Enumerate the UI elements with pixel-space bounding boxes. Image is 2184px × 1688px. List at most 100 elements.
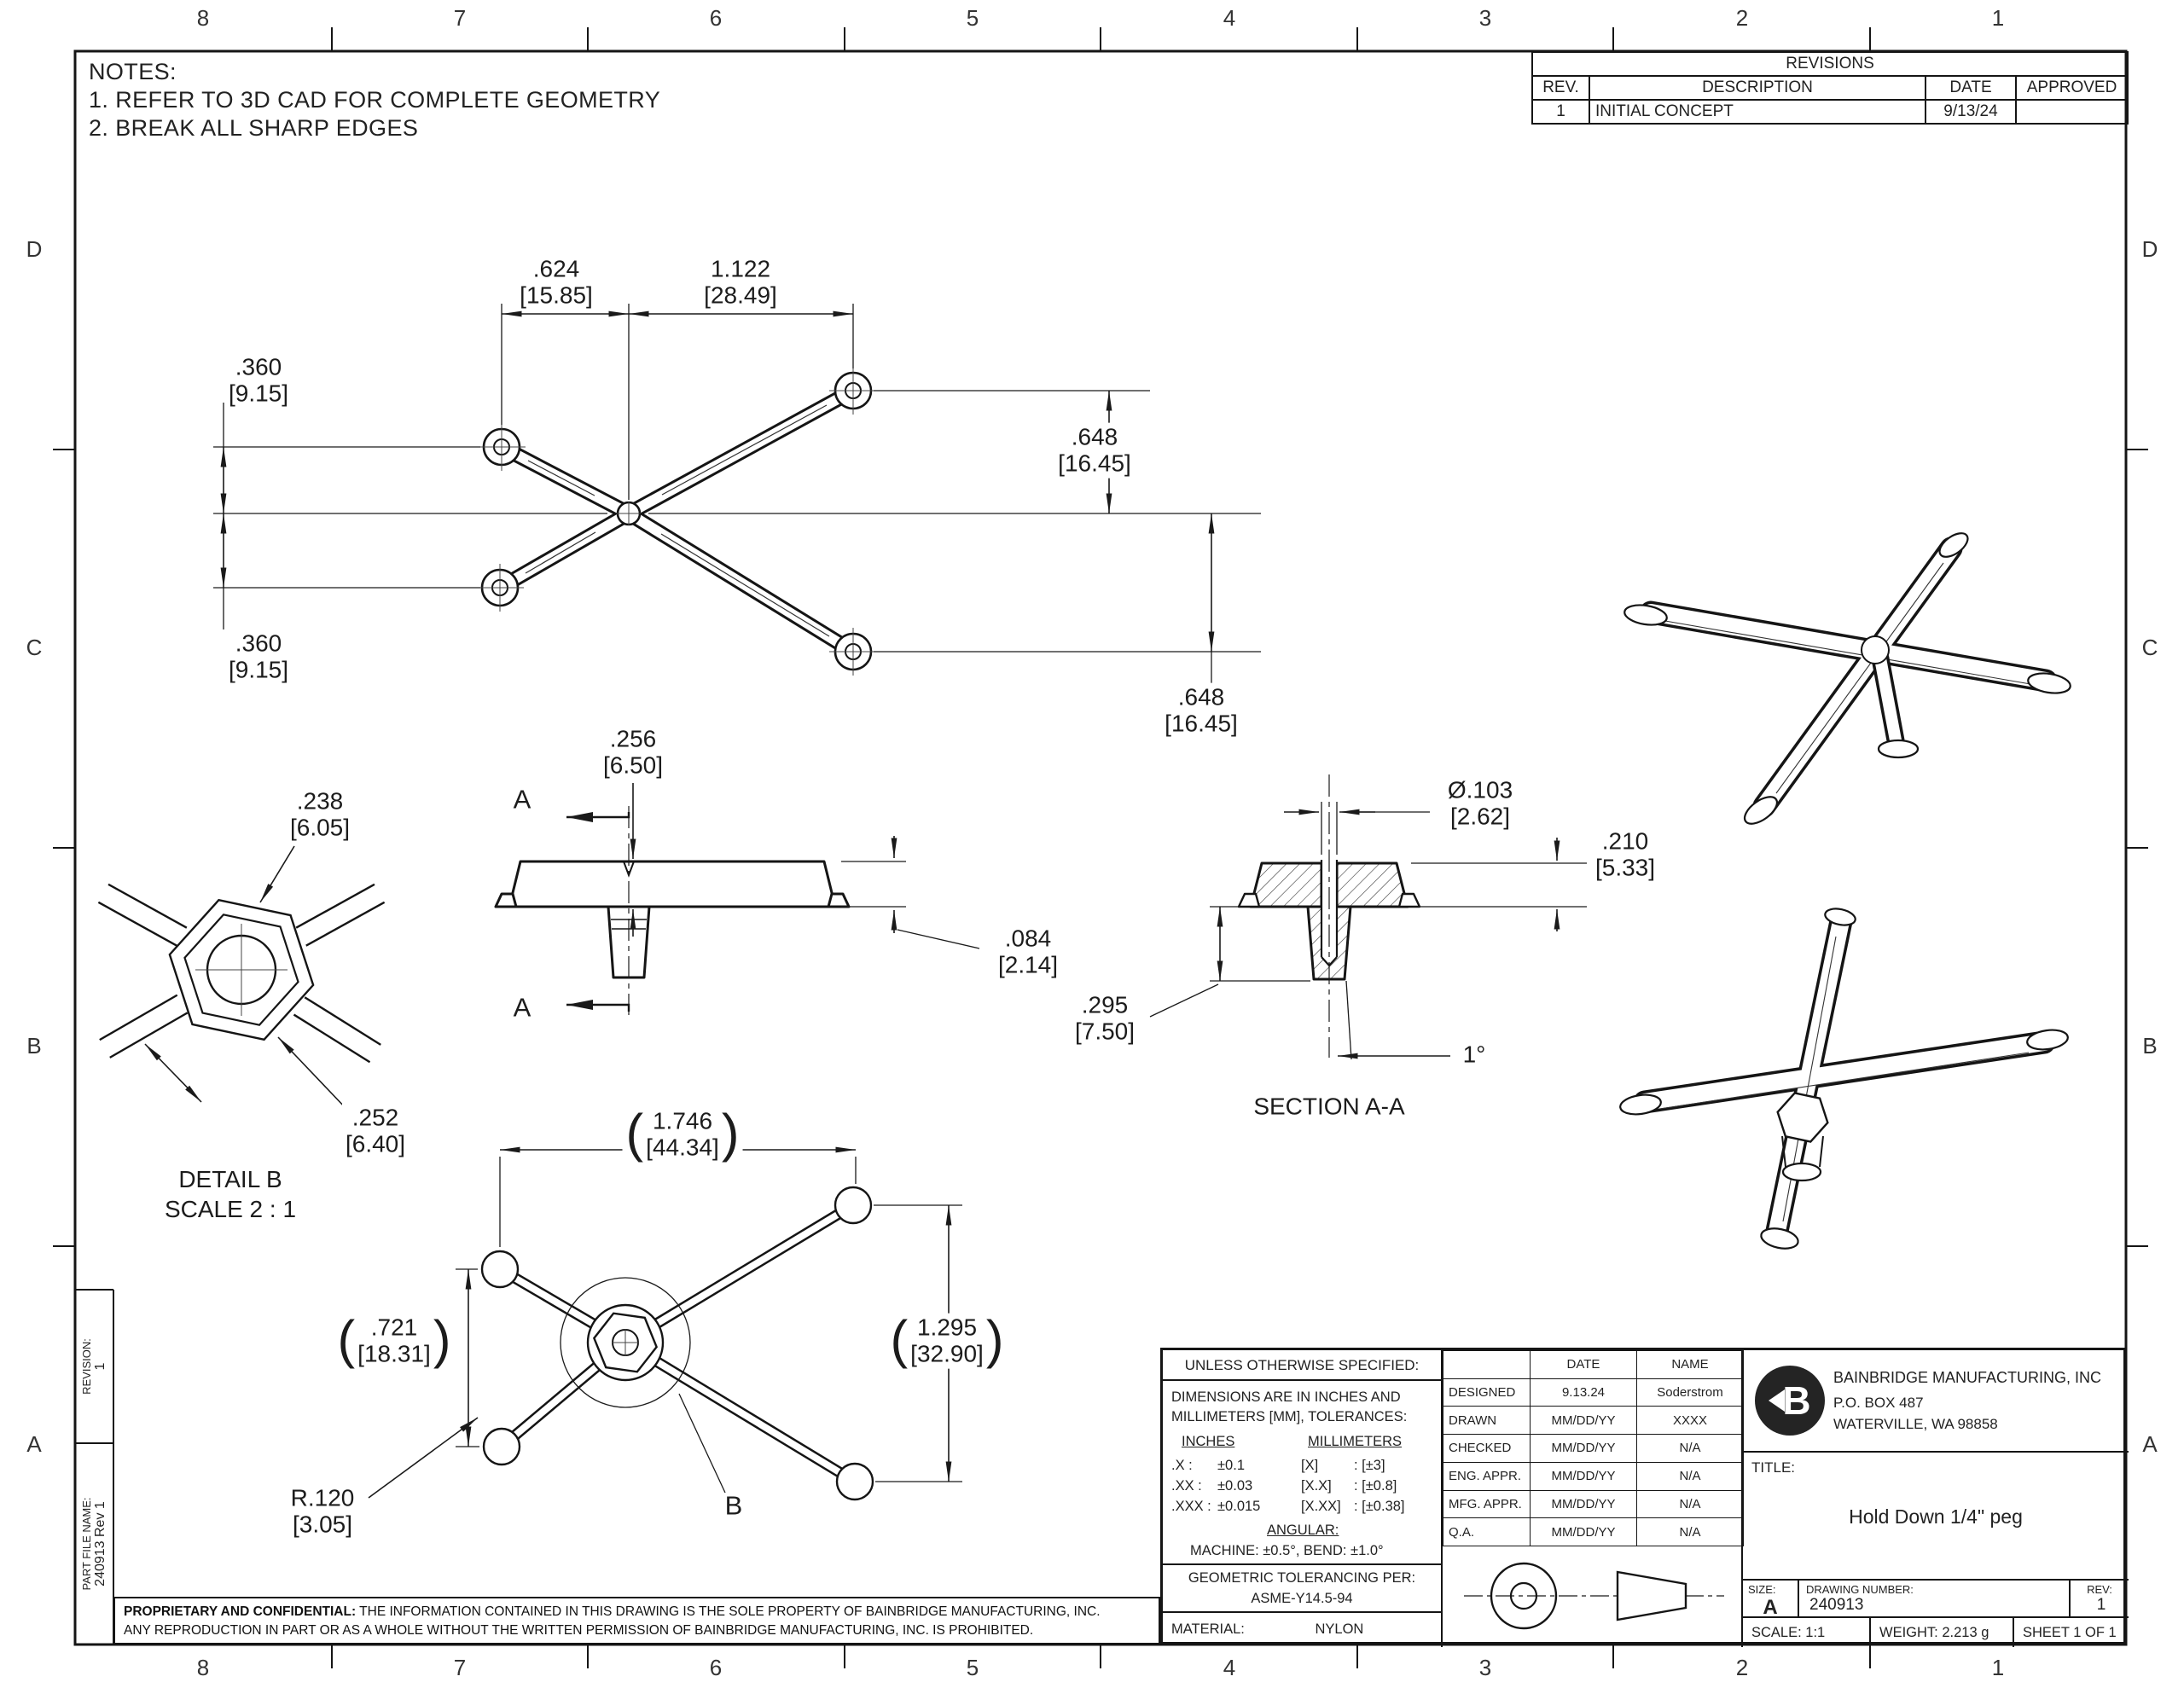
company-address: WATERVILLE, WA 98858 xyxy=(1833,1416,1998,1432)
revision-strip-label: REVISION: xyxy=(80,1338,93,1395)
tol-cell: ±0.1 xyxy=(1217,1458,1245,1473)
dim-1122: 1.122[28.49] xyxy=(700,254,781,310)
dim-in: 1° xyxy=(1462,1041,1486,1068)
part-title: Hold Down 1/4" peg xyxy=(1849,1505,2023,1528)
title-cell: TITLE: Hold Down 1/4" peg xyxy=(1743,1453,2129,1581)
sheet-border xyxy=(53,27,2148,1668)
dim-1746: (1.746[44.34]) xyxy=(622,1104,743,1163)
note-item: 2. BREAK ALL SHARP EDGES xyxy=(89,114,419,141)
angular-header: ANGULAR: xyxy=(1267,1523,1339,1538)
material-label: MATERIAL: xyxy=(1171,1621,1245,1637)
dim-mm: [32.90] xyxy=(910,1341,984,1367)
zone-label: A xyxy=(26,1431,42,1457)
zone-label: 2 xyxy=(1735,1655,1749,1680)
detail-b-view xyxy=(97,845,386,1110)
dim-r120: R.120[3.05] xyxy=(287,1483,358,1540)
company-logo: B xyxy=(1755,1366,1825,1436)
section-arrow-label-top: A xyxy=(513,784,531,815)
cell: DESCRIPTION xyxy=(1589,75,1926,101)
zone-label: 6 xyxy=(709,1655,723,1680)
revisions-table: REVISIONS REV. DESCRIPTION DATE APPROVED… xyxy=(1531,51,2129,125)
cell: APPROVED xyxy=(2014,75,2129,101)
spec-header: UNLESS OTHERWISE SPECIFIED: xyxy=(1163,1350,1441,1381)
angular-values: MACHINE: ±0.5°, BEND: ±1.0° xyxy=(1190,1543,1384,1558)
zone-label: D xyxy=(2141,236,2158,262)
geometric-tolerancing: GEOMETRIC TOLERANCING PER: ASME-Y14.5-94 xyxy=(1163,1563,1441,1611)
dim-360-top: .360[9.15] xyxy=(224,352,293,409)
dim-in: R.120 xyxy=(290,1484,355,1511)
dim-mm: [15.85] xyxy=(520,282,593,309)
cell: XXXX xyxy=(1636,1406,1744,1436)
tol-cell: [X] xyxy=(1301,1458,1319,1473)
cell: N/A xyxy=(1636,1434,1744,1463)
tol-cell: .XX : xyxy=(1171,1478,1202,1494)
cell: INITIAL CONCEPT xyxy=(1589,99,1926,125)
part-file-value: 240913 Rev 1 xyxy=(93,1501,107,1586)
dim-084: .084[2.14] xyxy=(994,924,1062,980)
cell: 1 xyxy=(1531,99,1590,125)
size-label: SIZE: xyxy=(1748,1583,1776,1596)
zone-label: 1 xyxy=(1991,5,2005,31)
revision-row: 1 INITIAL CONCEPT 9/13/24 xyxy=(1531,99,2129,125)
tol-cell: : [±0.8] xyxy=(1354,1478,1397,1494)
cell xyxy=(2014,99,2129,125)
dim-in: .360 xyxy=(235,629,282,657)
part-file-strip: PART FILE NAME: 240913 Rev 1 xyxy=(75,1443,113,1644)
cell: MM/DD/YY xyxy=(1530,1461,1637,1491)
cell: DATE xyxy=(1530,1350,1637,1379)
title-label: TITLE: xyxy=(1751,1459,1796,1476)
material-value: NYLON xyxy=(1315,1621,1364,1637)
dim-mm: [9.15] xyxy=(228,657,289,683)
tol-cell: [X.XX] xyxy=(1301,1499,1341,1514)
dim-in: .238 xyxy=(296,787,344,815)
zone-label: 8 xyxy=(196,5,210,31)
cell: N/A xyxy=(1636,1461,1744,1491)
side-view xyxy=(494,806,851,1015)
company-name: BAINBRIDGE MANUFACTURING, INC xyxy=(1833,1369,2102,1386)
cell: 9.13.24 xyxy=(1530,1378,1637,1407)
scale-cell: SCALE: 1:1 xyxy=(1743,1618,1871,1647)
paren: ( xyxy=(890,1310,909,1370)
zone-label: 4 xyxy=(1223,1655,1236,1680)
approvals-row: CHECKED MM/DD/YY N/A xyxy=(1443,1434,1744,1463)
dim-in: 1.746 xyxy=(652,1107,713,1134)
dim-624: .624[15.85] xyxy=(516,254,596,310)
dim-252: .252[6.40] xyxy=(341,1103,410,1159)
dim-in: .252 xyxy=(351,1104,399,1131)
dim-mm: [18.31] xyxy=(357,1341,431,1367)
approvals-header-row: DATE NAME xyxy=(1443,1350,1744,1379)
proprietary-line2: ANY REPRODUCTION IN PART OR AS A WHOLE W… xyxy=(124,1622,1034,1638)
cell: MM/DD/YY xyxy=(1530,1434,1637,1463)
tol-cell: ±0.015 xyxy=(1217,1499,1261,1514)
cell: N/A xyxy=(1636,1517,1744,1546)
paren: ( xyxy=(625,1104,644,1163)
geo-line: ASME-Y14.5-94 xyxy=(1251,1590,1353,1606)
bottom-view xyxy=(480,1186,874,1501)
dim-in: .360 xyxy=(235,353,282,380)
part-file-label: PART FILE NAME: xyxy=(80,1497,93,1591)
dim-210: .210[5.33] xyxy=(1591,827,1659,883)
tolerance-block: UNLESS OTHERWISE SPECIFIED: DIMENSIONS A… xyxy=(1163,1350,1443,1647)
dim-1295: (1.295[32.90]) xyxy=(886,1310,1008,1370)
dim-in: .295 xyxy=(1081,991,1129,1018)
drawing-number-cell: DRAWING NUMBER: 240913 xyxy=(1799,1581,2071,1616)
rev-label: REV: xyxy=(2087,1583,2112,1596)
cell: NAME xyxy=(1636,1350,1744,1379)
dim-103: Ø.103[2.62] xyxy=(1443,775,1517,832)
cell: ENG. APPR. xyxy=(1443,1461,1531,1491)
section-aa-view xyxy=(1237,774,1421,1058)
dim-238: .238[6.05] xyxy=(286,786,354,843)
zone-label: 7 xyxy=(453,5,467,31)
cell: 9/13/24 xyxy=(1925,99,2017,125)
cell: MM/DD/YY xyxy=(1530,1517,1637,1546)
cell xyxy=(1443,1350,1531,1379)
material-row: MATERIAL: NYLON xyxy=(1163,1611,1441,1647)
cell: MFG. APPR. xyxy=(1443,1489,1531,1519)
approvals-row: ENG. APPR. MM/DD/YY N/A xyxy=(1443,1461,1744,1491)
zone-label: C xyxy=(26,635,43,660)
geo-line: GEOMETRIC TOLERANCING PER: xyxy=(1188,1570,1416,1586)
notes-title: NOTES: xyxy=(89,59,177,84)
